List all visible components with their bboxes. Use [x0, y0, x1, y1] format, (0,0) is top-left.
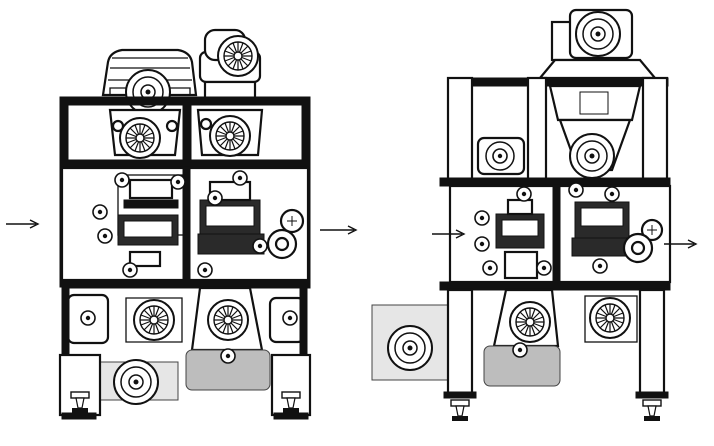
- left-head-1: [92, 172, 186, 278]
- right-lower-gearbox: [483, 288, 561, 387]
- left-top-beam: [59, 96, 311, 106]
- left-top-gear-motor: [101, 48, 198, 115]
- right-head-1: [474, 186, 552, 280]
- right-col-right: [641, 76, 669, 182]
- left-lower-beam: [61, 279, 311, 289]
- right-leg-left: [446, 288, 474, 398]
- right-side-motor: [476, 136, 526, 176]
- feed-in-left-arrow: [6, 219, 40, 229]
- left-upper-beam: [59, 159, 311, 169]
- flow-arrows: [6, 219, 698, 249]
- left-upper-motor-2: [196, 108, 264, 157]
- right-leg-right: [638, 288, 666, 398]
- right-upper-gearbox: [548, 84, 642, 179]
- left-top-fan-motor: [198, 28, 262, 100]
- exit-right-arrow: [664, 239, 698, 249]
- left-machine: [58, 28, 312, 420]
- left-lower-motors: [66, 293, 306, 405]
- left-head-2: [197, 170, 305, 278]
- right-col-left: [446, 76, 474, 182]
- left-upper-motor-1: [108, 108, 182, 159]
- right-machine: [371, 8, 672, 422]
- right-top-motor: [537, 8, 658, 80]
- transfer-middle-arrow: [320, 225, 358, 235]
- right-head-2: [568, 182, 664, 274]
- left-lower-gearbox: [185, 286, 271, 391]
- feed-in-right-arrow: [432, 229, 466, 239]
